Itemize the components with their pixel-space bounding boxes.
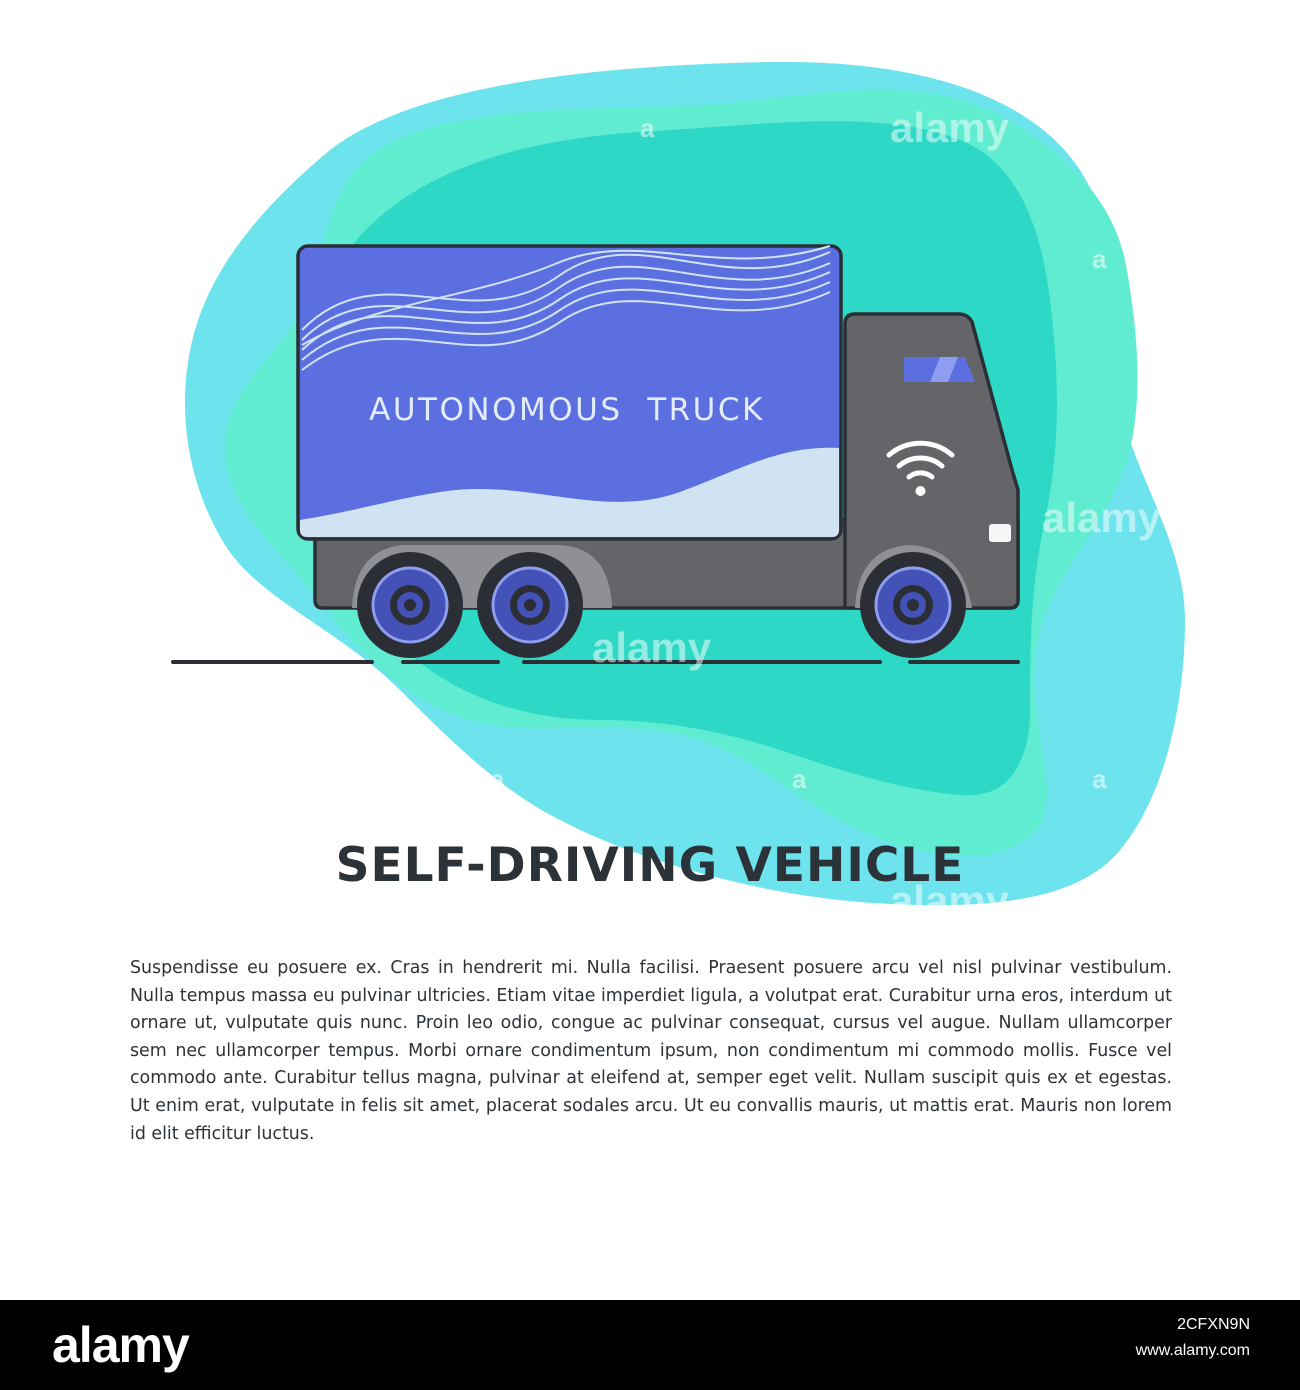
watermark-mark: a bbox=[1092, 244, 1107, 274]
wifi-dot bbox=[915, 486, 926, 496]
watermark-mark: a bbox=[490, 764, 505, 794]
cargo-box-wave bbox=[300, 447, 839, 537]
footer-bar bbox=[0, 1300, 1300, 1390]
watermark-word: alamy bbox=[592, 624, 712, 671]
headlight bbox=[989, 524, 1011, 542]
cargo-box-lines bbox=[301, 245, 831, 371]
watermark-mark: a bbox=[640, 113, 655, 143]
image-id: 2CFXN9N bbox=[1177, 1316, 1250, 1333]
watermark-mark: a bbox=[192, 244, 207, 274]
footer-credit: 2CFXN9N www.alamy.com bbox=[1136, 1312, 1250, 1364]
watermark-word: alamy bbox=[890, 877, 1010, 924]
watermark-mark: a bbox=[1092, 764, 1107, 794]
cab-window-glare bbox=[930, 357, 958, 382]
body-paragraph: Suspendisse eu posuere ex. Cras in hendr… bbox=[130, 958, 1172, 1144]
wheel bbox=[477, 552, 583, 658]
footer-url: www.alamy.com bbox=[1135, 1342, 1250, 1359]
wheel bbox=[357, 552, 463, 658]
illustration: a a a a a a a bbox=[171, 61, 1185, 924]
wifi-icon bbox=[886, 440, 955, 480]
watermark-word: alamy bbox=[890, 104, 1010, 151]
watermark-mark: a bbox=[792, 764, 807, 794]
watermark-word: alamy bbox=[1042, 494, 1162, 541]
wheel bbox=[860, 552, 966, 658]
footer-logo: alamy bbox=[52, 1317, 190, 1373]
truck-label: AUTONOMOUS TRUCK bbox=[369, 392, 765, 428]
page-title: SELF-DRIVING VEHICLE bbox=[335, 838, 965, 893]
